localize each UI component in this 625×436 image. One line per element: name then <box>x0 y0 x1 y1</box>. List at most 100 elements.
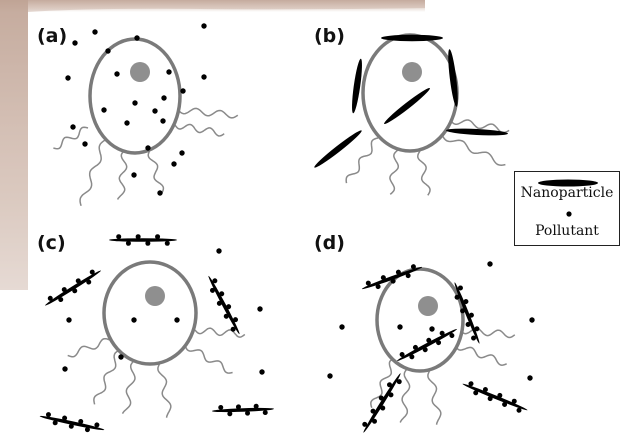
cells-layer <box>53 35 514 425</box>
flagellum <box>442 135 505 165</box>
pollutant <box>174 317 179 322</box>
pollutant <box>126 241 131 246</box>
nanoparticle-body <box>462 382 528 412</box>
panel-label-c: (c) <box>37 234 66 253</box>
pollutant <box>62 366 67 371</box>
pollutant <box>165 241 170 246</box>
nanoparticle-body <box>207 275 241 335</box>
nucleus <box>418 296 438 316</box>
panel-label-a: (a) <box>37 27 67 46</box>
nanoparticle-body <box>362 372 402 433</box>
nanoparticle <box>313 128 364 170</box>
pollutant <box>136 234 141 239</box>
pollutant <box>259 369 264 374</box>
pollutant <box>180 88 185 93</box>
nanoparticle <box>460 379 529 416</box>
flagellum <box>118 150 127 200</box>
flagellum <box>158 363 171 418</box>
pollutant <box>116 234 121 239</box>
pollutant <box>92 29 97 34</box>
pollutant <box>72 40 77 45</box>
cell <box>53 39 237 206</box>
nanoparticle <box>42 266 104 311</box>
flagellum <box>346 138 378 183</box>
pollutant <box>131 317 136 322</box>
pollutant <box>339 324 344 329</box>
nanoparticle <box>203 273 244 337</box>
pollutant <box>131 172 136 177</box>
pollutant <box>216 248 221 253</box>
flagellum <box>175 125 224 137</box>
legend: Nanoparticle Pollutant <box>514 171 620 246</box>
pollutant <box>263 410 268 415</box>
nanoparticle <box>109 234 177 246</box>
pollutant <box>429 326 434 331</box>
flagellum <box>400 368 409 423</box>
pollutant <box>105 48 110 53</box>
cell <box>346 35 509 195</box>
pollutant <box>527 375 532 380</box>
pollutant <box>101 107 106 112</box>
cell <box>68 262 245 418</box>
nanoparticle-body <box>381 35 443 41</box>
pollutant <box>397 324 402 329</box>
nanoparticle <box>39 410 106 435</box>
pollutant <box>132 100 137 105</box>
pollutant <box>171 161 176 166</box>
nucleus <box>402 62 422 82</box>
legend-nanoparticle-label: Nanoparticle <box>515 185 619 201</box>
pollutant <box>66 317 71 322</box>
flagellum <box>418 151 430 195</box>
pollutant <box>155 234 160 239</box>
pollutant <box>201 23 206 28</box>
panel-label-b: (b) <box>314 27 345 46</box>
pollutant <box>257 306 262 311</box>
pollutant <box>124 120 129 125</box>
flagellum <box>390 150 398 194</box>
flagellum <box>80 140 105 206</box>
nanoparticle <box>446 127 508 136</box>
pollutant <box>179 150 184 155</box>
pollutant <box>160 118 165 123</box>
flagellum <box>94 350 120 404</box>
cell-membrane <box>363 35 457 151</box>
pollutant <box>201 74 206 79</box>
flagellum <box>148 150 163 194</box>
cell <box>371 269 515 425</box>
cell-membrane <box>104 262 196 364</box>
pollutant <box>161 95 166 100</box>
pollutant <box>70 124 75 129</box>
pollutant <box>166 69 171 74</box>
nanoparticle-body <box>44 269 102 307</box>
flagellum <box>178 108 238 118</box>
flagellum <box>428 370 441 425</box>
pollutant <box>327 373 332 378</box>
pollutant <box>134 35 139 40</box>
pollutant <box>152 108 157 113</box>
flagellum <box>123 360 136 414</box>
pollutant <box>118 354 123 359</box>
legend-pollutant-label: Pollutant <box>515 223 619 239</box>
pollutant <box>157 190 162 195</box>
pollutant <box>145 145 150 150</box>
pollutant <box>487 261 492 266</box>
flagellum <box>185 345 233 373</box>
cell-membrane <box>377 269 463 371</box>
nanoparticle <box>212 403 274 417</box>
flagellum <box>455 345 507 365</box>
cell-membrane <box>90 39 180 153</box>
pollutant-icon <box>565 210 573 218</box>
panel-label-d: (d) <box>314 234 345 253</box>
pollutant <box>82 141 87 146</box>
nucleus <box>130 62 150 82</box>
nanoparticle <box>381 35 443 41</box>
pollutant <box>65 75 70 80</box>
pollutant <box>218 405 223 410</box>
nucleus <box>145 286 165 306</box>
flagellum <box>460 328 515 337</box>
pollutant <box>114 71 119 76</box>
pollutant <box>529 317 534 322</box>
nanoparticle-body <box>313 128 364 170</box>
nanoparticle-body <box>446 127 508 136</box>
pollutant <box>145 241 150 246</box>
